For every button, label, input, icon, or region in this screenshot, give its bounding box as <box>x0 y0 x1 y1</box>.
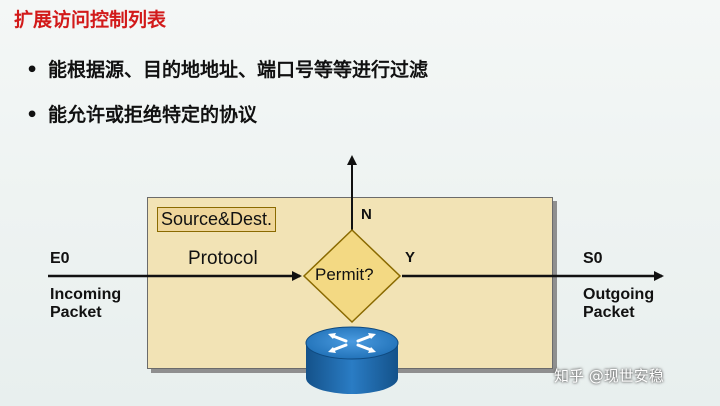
outgoing-line1: Outgoing <box>583 286 655 303</box>
no-label: N <box>361 206 372 223</box>
incoming-line2: Packet <box>50 304 102 321</box>
decision-label: Permit? <box>315 265 374 284</box>
bullet-dot: • <box>26 59 39 81</box>
in-interface-label: E0 <box>50 250 70 267</box>
bullet-dot: • <box>26 104 39 126</box>
source-dest-label: Source&Dest. <box>157 207 277 232</box>
bullet-text: 能根据源、目的地地址、端口号等等进行过滤 <box>48 59 429 81</box>
watermark: 知乎 @现世安稳 <box>554 367 664 385</box>
bullet-text: 能允许或拒绝特定的协议 <box>48 104 258 126</box>
slide-title: 扩展访问控制列表 <box>14 9 167 31</box>
protocol-label: Protocol <box>188 248 258 269</box>
incoming-line1: Incoming <box>50 286 122 303</box>
out-interface-label: S0 <box>583 250 603 267</box>
outgoing-line2: Packet <box>583 304 635 321</box>
router-icon <box>305 326 399 394</box>
bullet-item: • 能根据源、目的地地址、端口号等等进行过滤 <box>26 55 428 82</box>
decision-diamond <box>302 228 402 324</box>
yes-label: Y <box>405 249 416 266</box>
bullet-item: • 能允许或拒绝特定的协议 <box>26 100 257 127</box>
